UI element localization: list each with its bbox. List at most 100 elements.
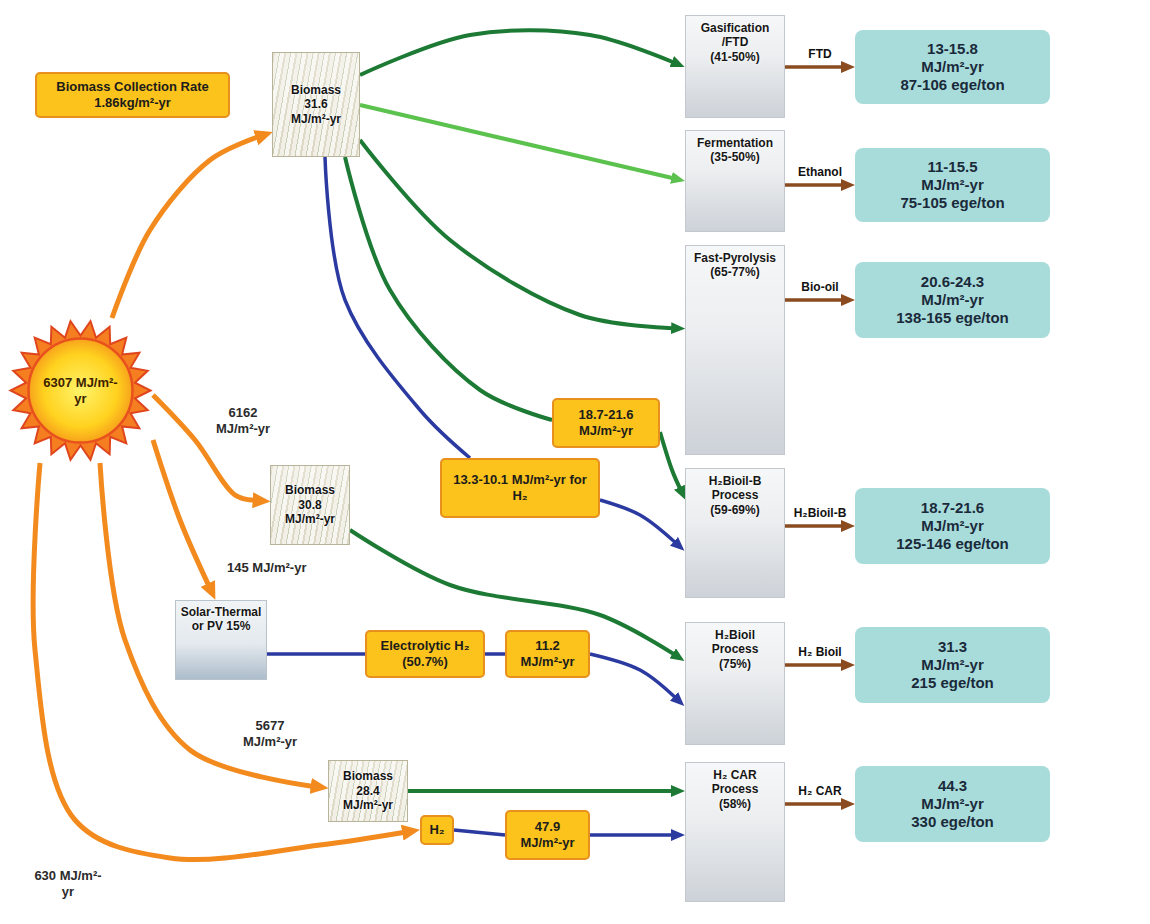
sun-disc <box>29 339 133 443</box>
flow-value-box: 11.2 MJ/m²-yr <box>505 630 590 678</box>
node-text: 18.7-21.6 MJ/m²-yr <box>913 499 993 535</box>
flow-value-box: 13.3-10.1 MJ/m²-yr for H₂ <box>440 458 600 518</box>
flow-value-box: Electrolytic H₂ (50.7%) <box>365 630 485 678</box>
edge-label: 630 MJ/m²-yr <box>30 868 106 899</box>
node-text: Biomass <box>343 769 393 783</box>
flow-arrow <box>408 789 672 793</box>
node-text: (75%) <box>719 657 751 671</box>
flow-arrow <box>267 652 365 656</box>
edge-label: 6162 MJ/m²-yr <box>205 405 281 436</box>
flow-arrow <box>660 432 680 488</box>
node-text: (41-50%) <box>710 50 759 64</box>
node-text: 44.3 MJ/m²-yr <box>913 777 993 813</box>
output-box: 20.6-24.3 MJ/m²-yr138-165 ege/ton <box>855 262 1050 338</box>
node-text: 75-105 ege/ton <box>900 194 1004 212</box>
flow-arrow <box>785 524 842 528</box>
node-text: 125-146 ege/ton <box>896 535 1009 553</box>
sun-rays <box>11 321 151 460</box>
edge-label: 5677 MJ/m²-yr <box>232 718 308 749</box>
flow-arrow <box>785 298 842 302</box>
flow-arrow <box>590 654 675 697</box>
flow-arrow <box>454 830 505 835</box>
node-text: (65-77%) <box>710 265 759 279</box>
flow-arrow <box>485 652 505 656</box>
edge-label: H₂Bioil-B <box>792 506 849 520</box>
node-text: Biomass <box>291 83 341 97</box>
node-text: Biomass Collection Rate <box>56 79 208 95</box>
process-box: Fast-Pyrolysis(65-77%) <box>685 245 785 455</box>
edge-label: 145 MJ/m²-yr <box>225 560 308 576</box>
solar-box: Solar-Thermal or PV 15% <box>175 600 267 680</box>
flow-value-box: Biomass Collection Rate1.86kg/m²-yr <box>35 72 230 118</box>
node-text: 30.8 MJ/m²-yr <box>278 498 342 527</box>
edge-label: FTD <box>806 47 833 61</box>
node-text: 138-165 ege/ton <box>896 309 1009 327</box>
flow-arrow <box>785 183 842 187</box>
output-box: 18.7-21.6 MJ/m²-yr125-146 ege/ton <box>855 488 1050 564</box>
node-text: H₂ CAR Process <box>690 768 780 797</box>
node-text: 28.4 MJ/m²-yr <box>336 784 400 813</box>
process-box: H₂Bioil Process(75%) <box>685 622 785 745</box>
node-text: Solar-Thermal or PV 15% <box>180 605 262 634</box>
edge-label: Bio-oil <box>799 280 840 294</box>
output-box: 31.3 MJ/m²-yr215 ege/ton <box>855 627 1050 703</box>
node-text: 11.2 MJ/m²-yr <box>513 638 583 669</box>
node-text: 6307 MJ/m²-yr <box>43 375 118 406</box>
edge-label: H₂ CAR <box>796 784 843 798</box>
node-text: Fermentation <box>697 136 773 150</box>
biomass-box: Biomass30.8 MJ/m²-yr <box>270 465 350 545</box>
biomass-box: Biomass31.6 MJ/m²-yr <box>272 52 360 157</box>
node-text: 31.6 MJ/m²-yr <box>284 97 348 126</box>
flow-arrow <box>33 463 403 860</box>
connector-group <box>33 30 842 859</box>
flow-arrow <box>360 30 673 75</box>
flow-arrow <box>360 105 672 178</box>
node-text: 1.86kg/m²-yr <box>94 95 171 111</box>
node-text: 11-15.5 MJ/m²-yr <box>913 158 993 194</box>
sun-source: 6307 MJ/m²-yr <box>8 318 153 463</box>
node-text: 330 ege/ton <box>911 813 994 831</box>
node-text: (59-69%) <box>710 503 759 517</box>
biomass-box: Biomass28.4 MJ/m²-yr <box>328 760 408 822</box>
node-text: 13-15.8 MJ/m²-yr <box>913 40 993 76</box>
flow-arrow <box>325 157 470 458</box>
node-text: H₂Bioil Process <box>690 628 780 657</box>
node-text: 215 ege/ton <box>911 674 994 692</box>
node-text: 47.9 MJ/m²-yr <box>513 819 583 850</box>
node-text: (35-50%) <box>710 150 759 164</box>
node-text: Fast-Pyrolysis <box>694 251 776 265</box>
process-box: Fermentation(35-50%) <box>685 130 785 232</box>
output-box: 44.3 MJ/m²-yr330 ege/ton <box>855 766 1050 842</box>
node-text: 31.3 MJ/m²-yr <box>913 638 993 674</box>
flow-arrow <box>785 802 842 806</box>
node-text: 13.3-10.1 MJ/m²-yr for H₂ <box>453 472 588 503</box>
flow-arrow <box>785 663 842 667</box>
flow-arrow <box>590 833 672 837</box>
output-box: 13-15.8 MJ/m²-yr87-106 ege/ton <box>855 30 1050 104</box>
node-text: (58%) <box>719 797 751 811</box>
node-text: 20.6-24.3 MJ/m²-yr <box>913 273 993 309</box>
node-text: H₂ <box>429 822 444 838</box>
node-text: Gasification /FTD <box>690 21 780 50</box>
node-text: 87-106 ege/ton <box>900 76 1004 94</box>
process-box: H₂ CAR Process(58%) <box>685 762 785 902</box>
output-box: 11-15.5 MJ/m²-yr75-105 ege/ton <box>855 148 1050 222</box>
process-box: H₂Bioil-B Process(59-69%) <box>685 468 785 598</box>
flow-value-box: H₂ <box>420 815 454 845</box>
flow-value-box: 47.9 MJ/m²-yr <box>505 810 590 860</box>
node-text: Electrolytic H₂ (50.7%) <box>375 638 475 669</box>
flow-arrow <box>785 65 842 69</box>
flow-arrow <box>153 440 208 584</box>
flow-arrow <box>112 137 257 318</box>
edge-label: Ethanol <box>796 165 844 179</box>
process-box: Gasification /FTD(41-50%) <box>685 15 785 118</box>
flow-arrow <box>600 500 675 542</box>
node-text: H₂Bioil-B Process <box>690 474 780 503</box>
node-text: 18.7-21.6 MJ/m²-yr <box>566 407 646 438</box>
flow-arrow <box>360 140 672 328</box>
node-text: Biomass <box>285 483 335 497</box>
flow-arrow <box>345 157 552 420</box>
edge-label: H₂ Bioil <box>796 645 843 659</box>
